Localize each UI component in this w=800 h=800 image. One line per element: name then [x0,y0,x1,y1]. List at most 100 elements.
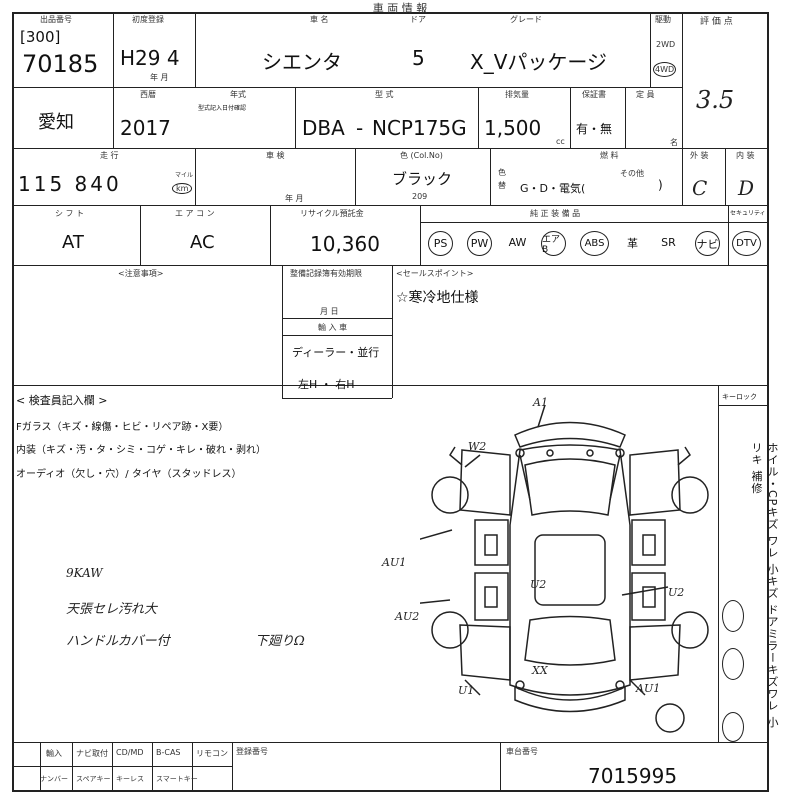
region: 愛知 [38,112,74,133]
footer-label-import: 輸入 [46,749,62,758]
grade-label: グレード [510,15,542,24]
equip-airbag: エアB [541,231,566,256]
interior-label: 内 装 [736,151,755,160]
inspector-interior: 内装（キズ・汚・タ・シミ・コゲ・キレ・破れ・剥れ） [16,445,266,456]
grade-value: X_Vパッケージ [470,50,607,74]
inspection-label: 車 検 [266,151,285,160]
displacement-unit: cc [556,137,565,146]
reg-value: H29 4 [120,46,180,70]
type-prefix: DBA [302,116,345,140]
model-year-note: 型式記入日付確認 [198,105,247,112]
side-circle-a [722,600,744,632]
equip-abs: ABS [580,231,609,256]
recycle-value: 10,360 [310,232,380,256]
equip-navi: ナビ [695,231,720,256]
warranty-value: 有・無 [576,122,613,136]
equip-dtv: DTV [732,231,761,256]
reg-number-label: 登録番号 [236,747,268,756]
color-no: 209 [412,192,428,201]
mileage-unit: マイル [175,172,194,179]
inspector-glass: Fガラス（キズ・線傷・ヒビ・リペア跡・X要） [16,422,229,433]
color-change: 色替 [498,168,506,190]
shift-label: シ フ ト [55,209,85,218]
side-circle-b [722,648,744,680]
type-label: 型 式 [375,90,394,99]
car-name: シエンタ [262,50,342,74]
ac-label: エ ア コ ン [175,209,215,218]
side-vertical-text: ホイル・CPキズ ワレ 小キズ ドアミラーキズワレ 小リキ 補修 [750,442,779,729]
car-name-label: 車 名 [310,15,329,24]
hand-note-3: ハンドルカバー付 [66,634,170,649]
equip-sunroof: SR [661,236,676,249]
reg-label: 初度登録 [132,15,164,24]
inspection-unit: 年 月 [285,194,304,203]
ac-value: AC [190,232,215,253]
year-value: 2017 [120,116,171,140]
inspector-audio-tire: オーディオ（欠し・穴）/ タイヤ（スタッドレス） [16,469,242,480]
equip-ps: PS [428,231,453,256]
warranty-label: 保証書 [582,90,606,99]
footer-label-keyless: キーレス [116,775,144,783]
hist-label: 整備記録簿有効期限 [290,269,362,278]
displacement-label: 排気量 [505,90,529,99]
drive-2wd: 2WD [656,40,676,49]
inspector-label: < 検査員記入欄 > [16,394,108,407]
door-label: ドア [410,15,426,24]
handle-side: 左H ・ 右H [298,378,355,391]
exterior-grade: C [692,176,708,200]
mileage-km-circled: km [172,183,193,194]
mark-a1-front: A1 [533,396,548,409]
score-label: 評 価 点 [700,17,733,27]
model-year-label: 年式 [230,90,246,99]
footer-label-bcas: B-CAS [156,748,181,757]
equip-aw: AW [508,236,527,249]
footer-label-number: ナンバー [40,775,68,783]
caution-label: <注意事項> [118,269,164,278]
footer-label-remote: リモコン [196,749,228,758]
mark-w2: W2 [468,440,487,453]
footer-label-navi: ナビ取付 [76,749,108,758]
drive-label: 駆動 [655,15,671,24]
reg-sub: 年 月 [150,73,169,82]
recycle-label: リサイクル預託金 [300,209,364,218]
mark-xx: XX [532,664,548,677]
fuel-close: ) [658,178,663,192]
capacity-label: 定 員 [636,90,655,99]
form-title: 車 両 情 報 [372,2,428,15]
drive-4wd-circled: 4WD [653,62,677,77]
vin-label: 車台番号 [506,747,538,756]
footer-label-cdmd: CD/MD [116,748,144,757]
color-value: ブラック [392,170,453,188]
year-label: 西暦 [140,90,156,99]
fuel-other: その他 [620,169,644,178]
hist-unit: 月 日 [320,307,339,316]
hand-note-4: 下廻りΩ [255,634,305,649]
displacement: 1,500 [484,116,542,140]
vin-value: 7015995 [588,764,678,788]
hand-note-2: 天張セレ汚れ大 [66,602,158,617]
mark-au1-right: AU1 [636,682,661,695]
import-dealer: ディーラー・並行 [292,346,380,359]
type-dash: - [356,116,364,140]
exterior-label: 外 装 [690,151,709,160]
type-code: NCP175G [372,116,467,140]
color-label: 色 (Col.No) [400,151,443,160]
lot-label: 出品番号 [40,15,72,24]
capacity-unit: 名 [670,138,678,147]
shift-value: AT [62,232,84,253]
mark-u2-right: U2 [668,586,685,599]
score-value: 3.5 [696,86,735,114]
mark-au1-left: AU1 [382,556,407,569]
side-circle-c [722,712,744,742]
security-label: セキュリティ [730,210,766,217]
fuel-label: 燃 料 [600,151,619,160]
equipment-label: 純 正 装 備 品 [530,209,581,218]
interior-grade: D [738,176,755,200]
sales-point: ☆寒冷地仕様 [396,290,479,306]
mileage-label: 走 行 [100,151,119,160]
equip-pw: PW [467,231,492,256]
keylock-label: キーロック [722,393,757,401]
door-count: 5 [412,46,425,70]
footer-label-smart-key: スマートキー [156,775,198,783]
import-label: 輸 入 車 [318,323,348,332]
